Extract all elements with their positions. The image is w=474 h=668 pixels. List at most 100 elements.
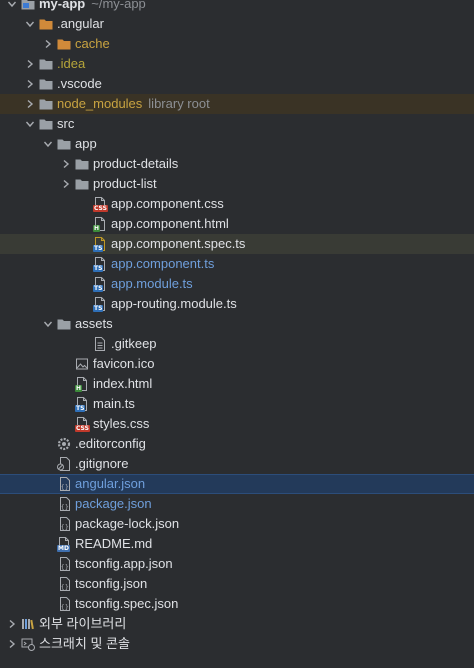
chevron-down-icon[interactable]	[40, 314, 56, 334]
tree-item-label: .idea	[57, 56, 86, 71]
typescript-file-icon: TS	[92, 256, 108, 272]
tree-item-label: assets	[75, 316, 113, 331]
tree-item-label: tsconfig.app.json	[75, 556, 173, 571]
tree-file-row[interactable]: TS app-routing.module.ts	[0, 294, 474, 314]
tree-file-row[interactable]: MD README.md	[0, 534, 474, 554]
tree-spacer	[40, 594, 56, 614]
tree-file-row[interactable]: .gitkeep	[0, 334, 474, 354]
gear-icon	[56, 436, 72, 452]
project-folder-icon	[20, 0, 36, 12]
tree-item-label: 스크래치 및 콘솔	[39, 636, 130, 651]
file-type-badge: TS	[93, 265, 104, 272]
chevron-down-icon[interactable]	[22, 114, 38, 134]
tree-file-row[interactable]: {} package.json	[0, 494, 474, 514]
tree-item-label: app.component.ts	[111, 256, 215, 271]
tree-file-row[interactable]: .gitignore	[0, 454, 474, 474]
tree-item-label: tsconfig.json	[75, 576, 148, 591]
file-type-badge: MD	[57, 545, 70, 552]
tree-folder-row[interactable]: .vscode	[0, 74, 474, 94]
file-type-badge: CSS	[93, 205, 108, 212]
tree-folder-row[interactable]: src	[0, 114, 474, 134]
project-path: ~/my-app	[91, 0, 146, 11]
chevron-right-icon[interactable]	[4, 634, 20, 654]
tree-file-row[interactable]: favicon.ico	[0, 354, 474, 374]
tree-item-label: app.component.html	[111, 216, 229, 231]
svg-text:{}: {}	[61, 523, 69, 531]
tree-folder-row[interactable]: my-app ~/my-app	[0, 0, 474, 14]
tree-spacer	[76, 194, 92, 214]
folder-icon	[56, 136, 72, 152]
tree-item-label: styles.css	[93, 416, 150, 431]
library-icon	[20, 616, 36, 632]
tree-item-label: main.ts	[93, 396, 135, 411]
file-type-badge: TS	[93, 305, 104, 312]
tree-spacer	[76, 334, 92, 354]
tree-folder-row[interactable]: product-details	[0, 154, 474, 174]
html-file-icon: H	[92, 216, 108, 232]
tree-item-label: app.module.ts	[111, 276, 193, 291]
chevron-right-icon[interactable]	[58, 174, 74, 194]
chevron-right-icon[interactable]	[40, 34, 56, 54]
tree-folder-row[interactable]: .idea	[0, 54, 474, 74]
tree-spacer	[76, 254, 92, 274]
chevron-down-icon[interactable]	[22, 14, 38, 34]
tree-file-row[interactable]: {} tsconfig.json	[0, 574, 474, 594]
tree-folder-row[interactable]: assets	[0, 314, 474, 334]
tree-file-row[interactable]: {}tsconfig.spec.json	[0, 594, 474, 614]
tree-item-label: app-routing.module.ts	[111, 296, 237, 311]
tree-file-row[interactable]: 스크래치 및 콘솔	[0, 634, 474, 654]
tree-folder-row[interactable]: product-list	[0, 174, 474, 194]
chevron-right-icon[interactable]	[4, 614, 20, 634]
tree-file-row[interactable]: {}package-lock.json	[0, 514, 474, 534]
chevron-right-icon[interactable]	[58, 154, 74, 174]
tree-spacer	[58, 374, 74, 394]
tree-spacer	[40, 554, 56, 574]
chevron-down-icon[interactable]	[40, 134, 56, 154]
svg-text:{}: {}	[61, 503, 69, 511]
tree-file-row[interactable]: .editorconfig	[0, 434, 474, 454]
tree-item-label: README.md	[75, 536, 153, 551]
tree-folder-row[interactable]: app	[0, 134, 474, 154]
folder-icon	[38, 56, 54, 72]
tree-file-row[interactable]: {}angular.json	[0, 474, 474, 494]
tree-spacer	[40, 534, 56, 554]
typescript-file-icon: TS	[92, 276, 108, 292]
excluded-folder-icon	[38, 16, 54, 32]
svg-text:{}: {}	[61, 563, 69, 571]
json-file-icon: {}	[56, 576, 72, 592]
folder-icon	[56, 316, 72, 332]
chevron-down-icon[interactable]	[4, 0, 20, 14]
tree-item-label: tsconfig.spec.json	[75, 596, 179, 611]
file-type-badge: TS	[93, 285, 104, 292]
tree-spacer	[58, 414, 74, 434]
tree-item-label: angular.json	[75, 476, 146, 491]
chevron-right-icon[interactable]	[22, 94, 38, 114]
tree-folder-row[interactable]: cache	[0, 34, 474, 54]
tree-item-label: 외부 라이브러리	[39, 616, 127, 631]
tree-spacer	[58, 394, 74, 414]
tree-item-label: package.json	[75, 496, 152, 511]
tree-item-label: my-app	[39, 0, 86, 11]
tree-file-row[interactable]: TS app.component.ts	[0, 254, 474, 274]
html-file-icon: H	[74, 376, 90, 392]
tree-file-row[interactable]: {} tsconfig.app.json	[0, 554, 474, 574]
file-type-badge: H	[93, 225, 101, 232]
json-file-icon: {}	[56, 556, 72, 572]
typescript-file-icon: TS	[92, 296, 108, 312]
tree-item-label: .angular	[57, 16, 104, 31]
tree-file-row[interactable]: TS app.module.ts	[0, 274, 474, 294]
svg-text:{}: {}	[61, 583, 69, 591]
tree-folder-row[interactable]: .angular	[0, 14, 474, 34]
chevron-right-icon[interactable]	[22, 54, 38, 74]
tree-item-label: app	[75, 136, 97, 151]
tree-file-row[interactable]: 외부 라이브러리	[0, 614, 474, 634]
chevron-right-icon[interactable]	[22, 74, 38, 94]
